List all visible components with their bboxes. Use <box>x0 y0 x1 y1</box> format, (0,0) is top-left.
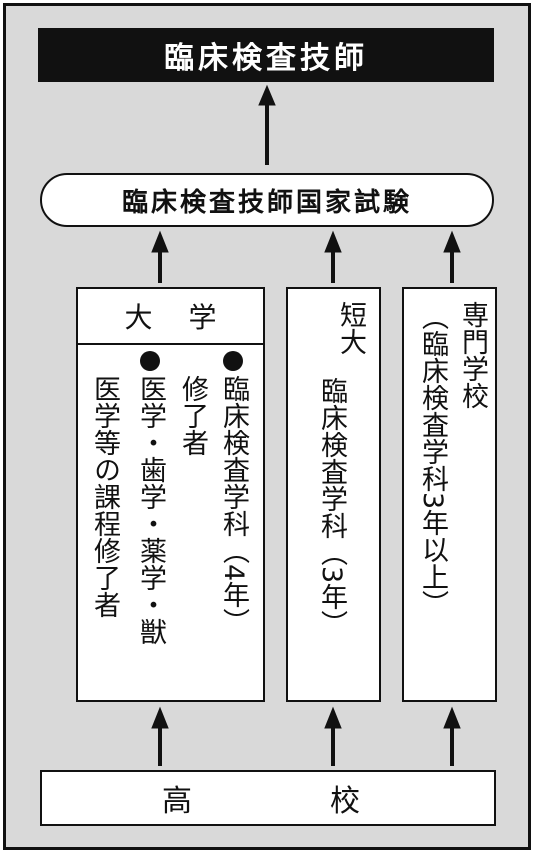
vocational-school-box: 専門学校 （臨床検査学科3年以上） <box>402 287 497 702</box>
high-school-box: 高 校 <box>40 770 496 826</box>
university-header: 大 学 <box>78 289 263 345</box>
junior-college-box: 短大 臨床検査学科（3年） <box>286 287 381 702</box>
arrow-hs-to-vocational <box>443 706 461 766</box>
junior-college-line2: 臨床検査学科（3年） <box>316 377 347 638</box>
high-school-left: 高 <box>162 784 192 819</box>
university-header-left: 大 <box>124 301 153 334</box>
title-text: 臨床検査技師 <box>164 41 368 76</box>
bullet-icon <box>223 351 243 371</box>
bullet-icon <box>140 351 160 371</box>
arrow-junior-to-exam <box>324 230 342 283</box>
university-box: 大 学 臨床検査学科（4年） 修了者 医学・歯学・薬学・獣 医学等の課程修了者 <box>76 287 265 702</box>
university-header-right: 学 <box>188 301 217 334</box>
arrow-hs-to-university <box>151 706 169 766</box>
national-exam-label: 臨床検査技師国家試験 <box>121 187 412 218</box>
title-box: 臨床検査技師 <box>38 28 494 82</box>
arrow-vocational-to-exam <box>443 230 461 283</box>
arrow-hs-to-junior <box>324 706 342 766</box>
arrow-university-to-exam <box>151 230 169 283</box>
high-school-right: 校 <box>330 784 360 819</box>
vocational-school-line1: 専門学校 <box>457 301 488 409</box>
university-col1-line2: 修了者 <box>177 375 208 456</box>
university-col1-line1: 臨床検査学科（4年） <box>218 375 249 636</box>
junior-college-line1: 短大 <box>335 301 366 355</box>
university-col2-line1: 医学・歯学・薬学・獣 <box>135 375 166 645</box>
vocational-school-line2: （臨床検査学科3年以上） <box>417 303 448 618</box>
national-exam-box: 臨床検査技師国家試験 <box>40 173 494 227</box>
university-col2-line2: 医学等の課程修了者 <box>89 375 120 618</box>
arrow-exam-to-title <box>258 84 276 165</box>
